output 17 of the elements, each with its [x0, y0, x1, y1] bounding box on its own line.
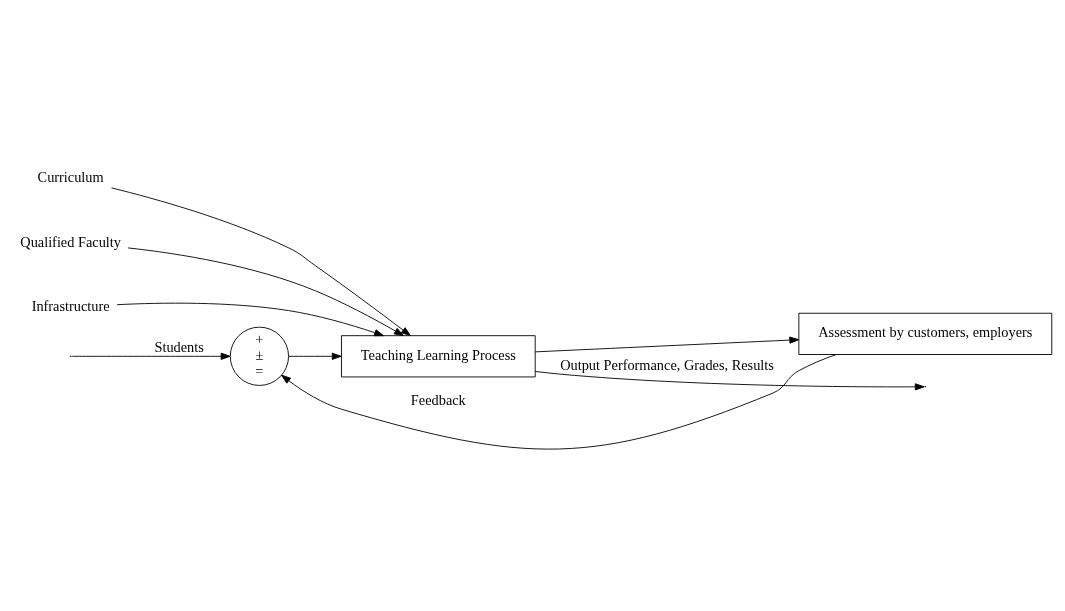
- node-box: Assessment by customers, employers: [798, 312, 1053, 355]
- node-box: Teaching Learning Process: [341, 334, 536, 377]
- arrow: [534, 336, 800, 352]
- node-text: Curriculum: [37, 168, 104, 185]
- arrow: [111, 186, 411, 336]
- arrow: [281, 353, 837, 449]
- arrow: [288, 352, 342, 360]
- edge-label: Feedback: [410, 391, 466, 408]
- arrow: [534, 370, 925, 390]
- edge-label: Students: [154, 338, 204, 355]
- arrow: [127, 246, 404, 336]
- node-text: Infrastructure: [31, 297, 110, 314]
- arrow: [116, 302, 384, 336]
- edge-label: Output Performance, Grades, Results: [560, 356, 774, 373]
- arrow: [71, 352, 231, 360]
- node-text: Qualified Faculty: [20, 233, 121, 250]
- node-circle: + ± =: [229, 326, 289, 386]
